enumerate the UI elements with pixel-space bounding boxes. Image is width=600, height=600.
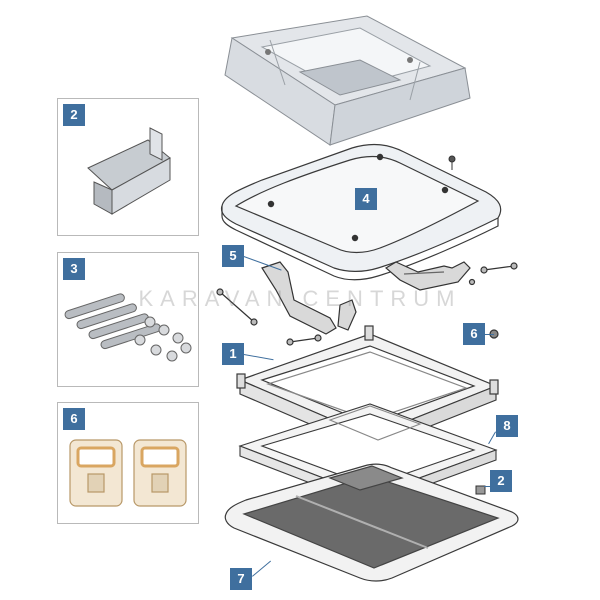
arms-illustration — [64, 293, 192, 362]
screw-part — [448, 155, 456, 170]
callout-badge-screen: 7 — [230, 568, 252, 590]
bracket-left — [261, 261, 357, 335]
callout-badge-screw-cover: 6 — [463, 323, 485, 345]
clamps-illustration — [69, 439, 187, 507]
small-clip-part — [475, 485, 486, 495]
skylight-unit — [224, 15, 471, 146]
callout-badge-inner-frame: 8 — [496, 415, 518, 437]
callout-badge-frame: 1 — [222, 343, 244, 365]
callout-badge: 3 — [63, 258, 85, 280]
dome-part — [220, 143, 502, 281]
leader-line — [484, 334, 494, 335]
callout-badge-clip-small: 2 — [490, 470, 512, 492]
callout-badge-bracket: 5 — [222, 245, 244, 267]
screen-part — [224, 463, 519, 582]
bracket-right — [384, 261, 471, 291]
clip-illustration — [87, 127, 171, 215]
callout-badge: 2 — [63, 104, 85, 126]
callout-badge-dome: 4 — [355, 188, 377, 210]
callout-badge: 6 — [63, 408, 85, 430]
leader-line — [484, 486, 492, 487]
